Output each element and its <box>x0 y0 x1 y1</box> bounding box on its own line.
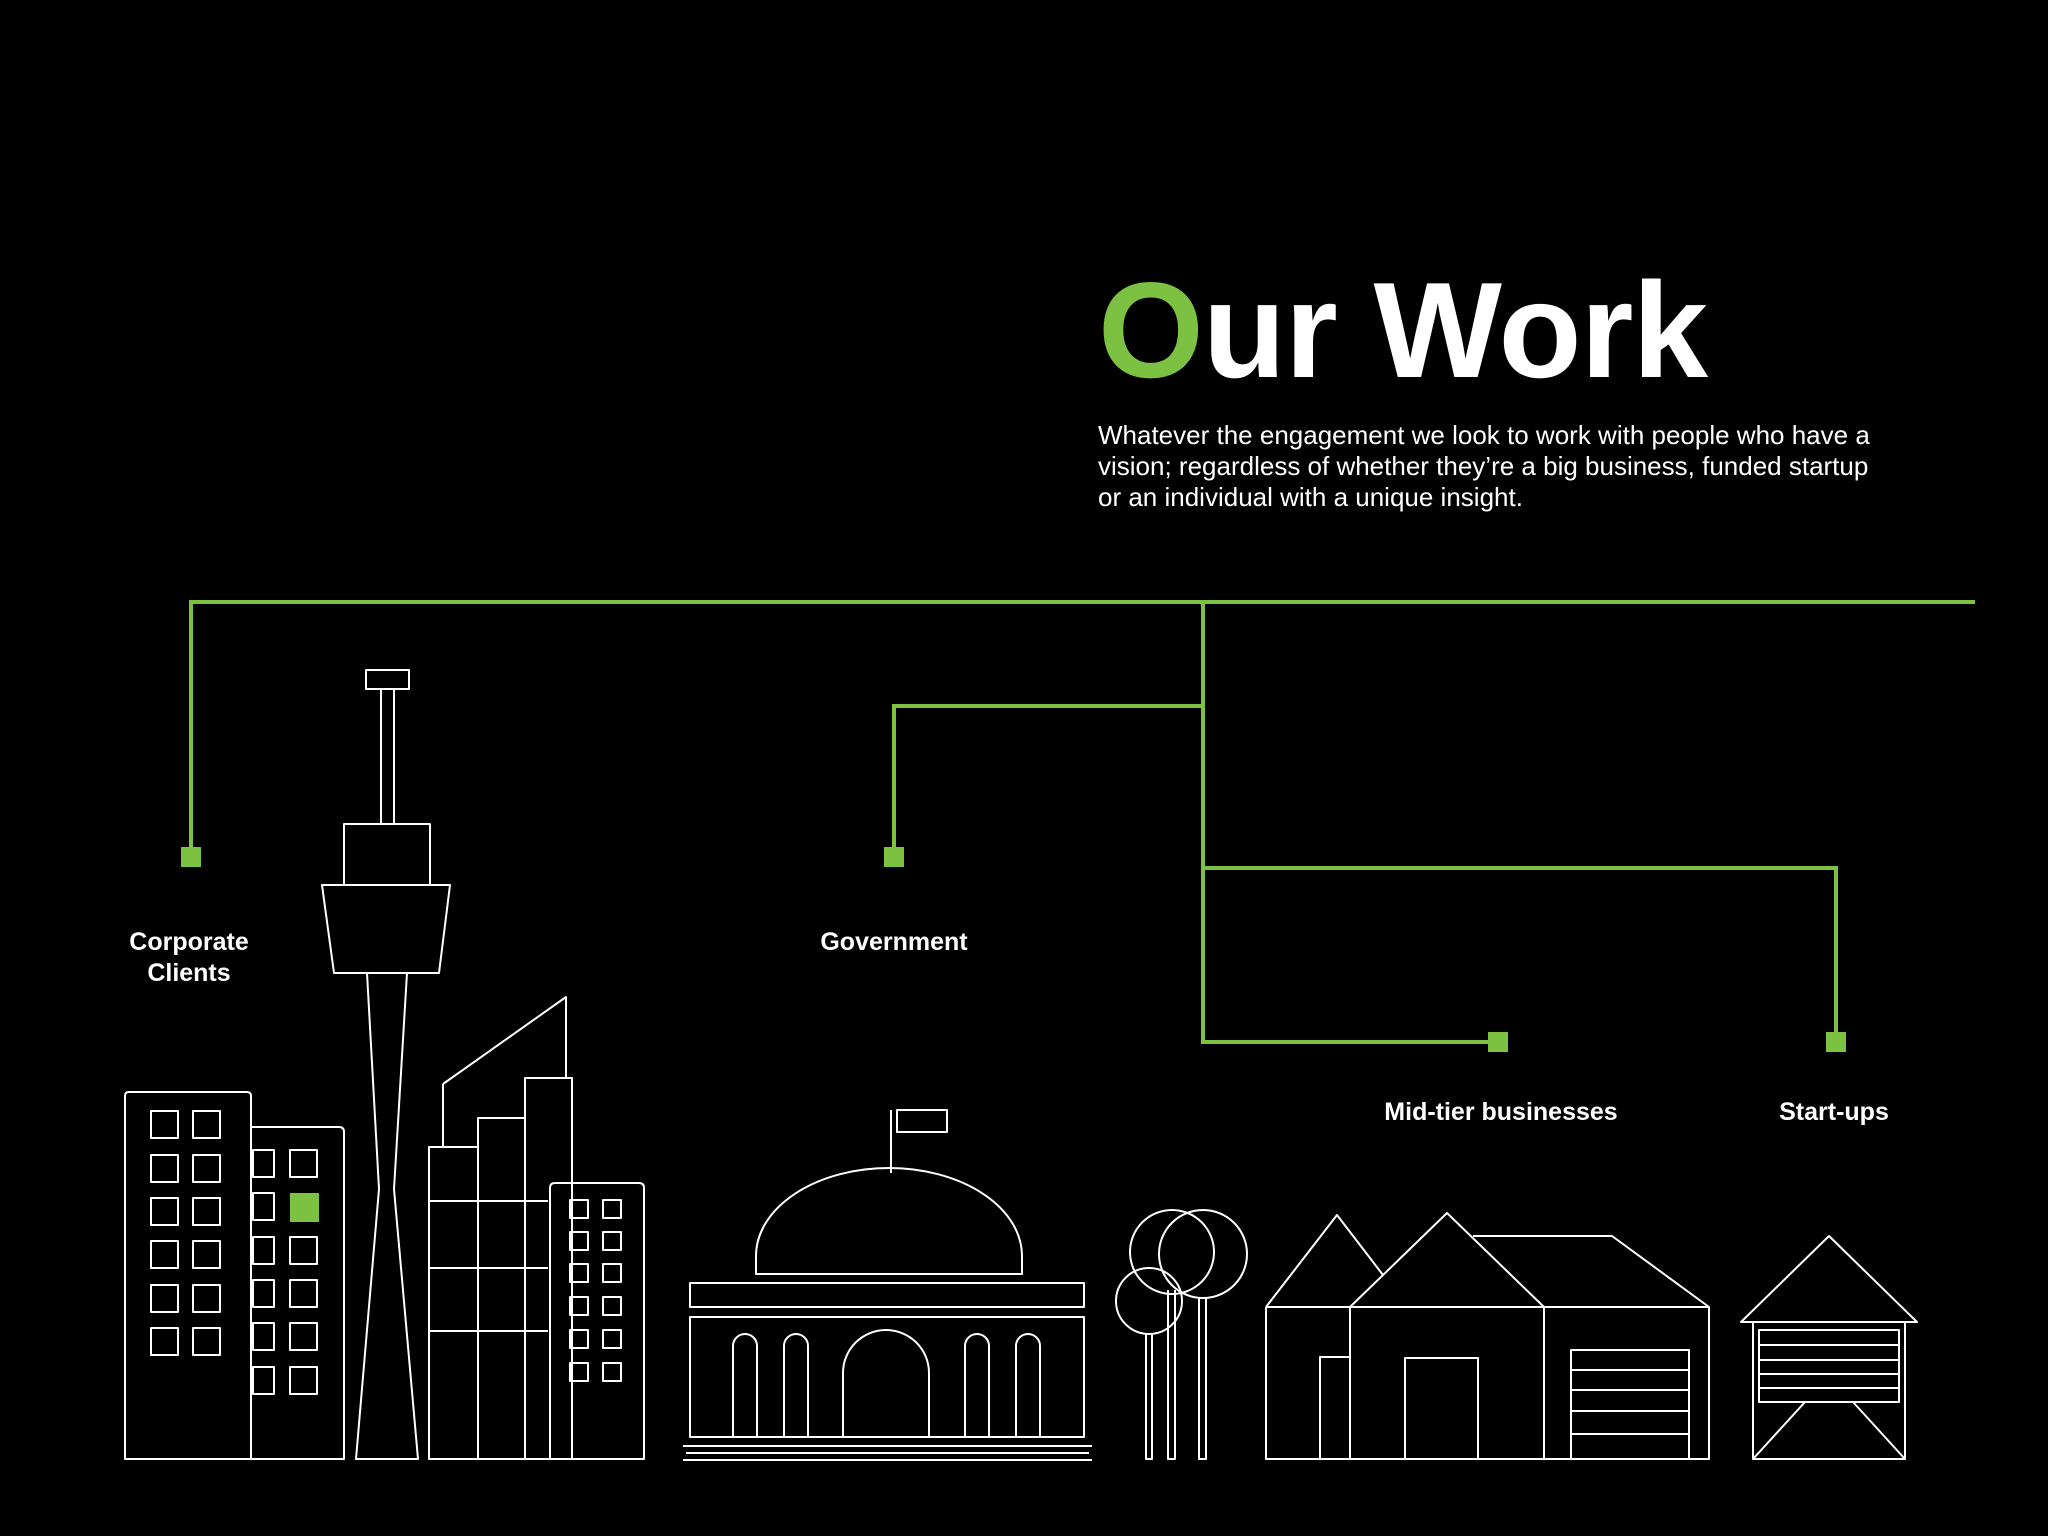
connector-government <box>892 704 1203 857</box>
title-rest: ur Work <box>1202 254 1708 406</box>
node-startups <box>1826 1032 1846 1052</box>
segment-label-startups: Start-ups <box>1779 1098 1889 1126</box>
intro-line: Whatever the engagement we look to work … <box>1098 420 1870 450</box>
trees-icon <box>1115 1209 1248 1460</box>
tower-icon <box>321 669 451 1460</box>
segment-label-corporate: Corporate Clients <box>99 927 279 989</box>
government-dome-icon <box>683 1109 1092 1461</box>
city-skyline-icon <box>124 996 645 1460</box>
segment-label-line: Clients <box>147 959 231 987</box>
node-government <box>884 847 904 867</box>
intro-line: or an individual with a unique insight. <box>1098 482 1523 512</box>
node-midtier <box>1488 1032 1508 1052</box>
connector-corporate <box>189 600 1975 857</box>
segment-label-midtier: Mid-tier businesses <box>1384 1098 1618 1126</box>
connector-lines <box>181 600 1975 1052</box>
connector-startups <box>1203 866 1838 1042</box>
intro-text: Whatever the engagement we look to work … <box>1098 420 1998 513</box>
garage-icon <box>1740 1235 1918 1460</box>
segment-label-line: Corporate <box>129 928 249 956</box>
page-title: Our Work <box>1098 262 1708 398</box>
connector-midtier <box>1201 602 1498 1044</box>
title-accent-letter: O <box>1098 254 1204 406</box>
house-icon <box>1265 1212 1710 1460</box>
intro-line: vision; regardless of whether they’re a … <box>1098 451 1869 481</box>
node-corporate <box>181 847 201 867</box>
segment-label-government: Government <box>820 928 968 956</box>
